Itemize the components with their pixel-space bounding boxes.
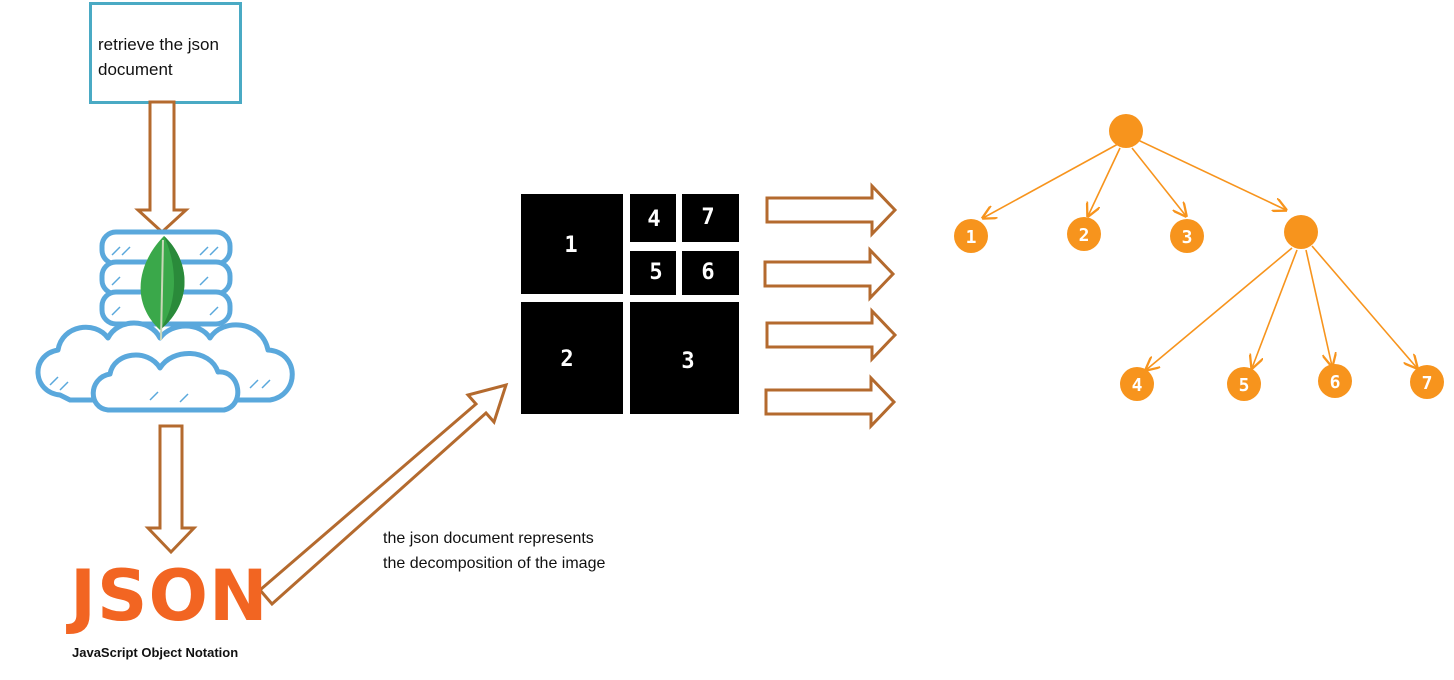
grid-label-7: 7	[701, 205, 714, 230]
grid-cell-1	[521, 194, 623, 294]
decomposition-caption: the json document represents the decompo…	[383, 530, 606, 572]
tree-leaf-label-6: 6	[1330, 372, 1341, 393]
tree-edges	[983, 139, 1417, 370]
json-logo-subtitle: JavaScript Object Notation	[72, 645, 239, 660]
tree-leaf-1	[954, 219, 988, 253]
tree-internal-node	[1284, 215, 1318, 249]
tree-leaf-6	[1318, 364, 1352, 398]
tree-nodes	[954, 114, 1444, 401]
grid-label-5: 5	[649, 260, 662, 285]
arrow-right-2	[763, 246, 896, 302]
mongodb-leaf-icon	[140, 236, 185, 341]
arrow-right-4	[764, 374, 897, 430]
arrow-diagonal-to-grid	[257, 382, 509, 607]
grid-label-3: 3	[681, 349, 694, 374]
json-logo-title: JSON	[70, 555, 269, 637]
tree-leaf-label-5: 5	[1239, 375, 1250, 396]
tree-leaf-label-7: 7	[1422, 373, 1433, 394]
tree-leaf-label-4: 4	[1132, 375, 1143, 396]
grid-cell-4	[630, 194, 676, 242]
grid-cell-5	[630, 251, 676, 295]
grid-label-6: 6	[701, 260, 714, 285]
tree-leaf-label-1: 1	[966, 227, 977, 248]
tree-leaf-label-3: 3	[1182, 227, 1193, 248]
grid-cell-6	[682, 251, 739, 295]
tree-root-node	[1109, 114, 1143, 148]
tree-leaf-7	[1410, 365, 1444, 399]
retrieve-box-label: retrieve the json document	[98, 35, 219, 79]
tree-leaf-4	[1120, 367, 1154, 401]
tree-leaf-5	[1227, 367, 1261, 401]
cloud-hatching	[49, 246, 271, 403]
tree-leaf-label-2: 2	[1079, 225, 1090, 246]
tree-leaf-2	[1067, 217, 1101, 251]
grid-cell-7	[682, 194, 739, 242]
arrow-down-to-database	[134, 100, 190, 235]
grid-cell-2	[521, 302, 623, 414]
grid-label-4: 4	[647, 207, 660, 232]
image-decomposition-grid	[521, 194, 739, 414]
grid-label-2: 2	[560, 347, 573, 372]
arrow-down-to-json	[144, 424, 198, 555]
arrow-right-1	[765, 182, 898, 238]
retrieve-box: retrieve the json document	[89, 2, 242, 104]
tree-leaf-3	[1170, 219, 1204, 253]
grid-cell-3	[630, 302, 739, 414]
arrow-right-3	[765, 307, 898, 363]
grid-label-1: 1	[564, 233, 577, 258]
